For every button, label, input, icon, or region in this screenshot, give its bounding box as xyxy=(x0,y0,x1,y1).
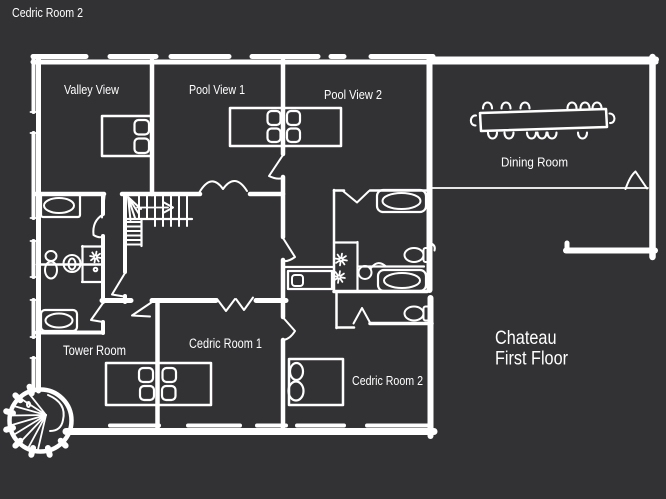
svg-text:Pool View 2: Pool View 2 xyxy=(324,87,382,102)
svg-text:Cedric Room 2: Cedric Room 2 xyxy=(352,373,423,388)
svg-text:Cedric Room 1: Cedric Room 1 xyxy=(189,336,262,351)
svg-text:First Floor: First Floor xyxy=(495,348,568,370)
svg-text:Dining Room: Dining Room xyxy=(501,155,568,170)
svg-text:Cedric Room 2: Cedric Room 2 xyxy=(12,5,83,20)
svg-text:Pool View 1: Pool View 1 xyxy=(189,82,245,97)
svg-text:Chateau: Chateau xyxy=(495,327,557,349)
svg-text:Tower Room: Tower Room xyxy=(63,343,126,358)
svg-text:Valley View: Valley View xyxy=(64,82,120,97)
